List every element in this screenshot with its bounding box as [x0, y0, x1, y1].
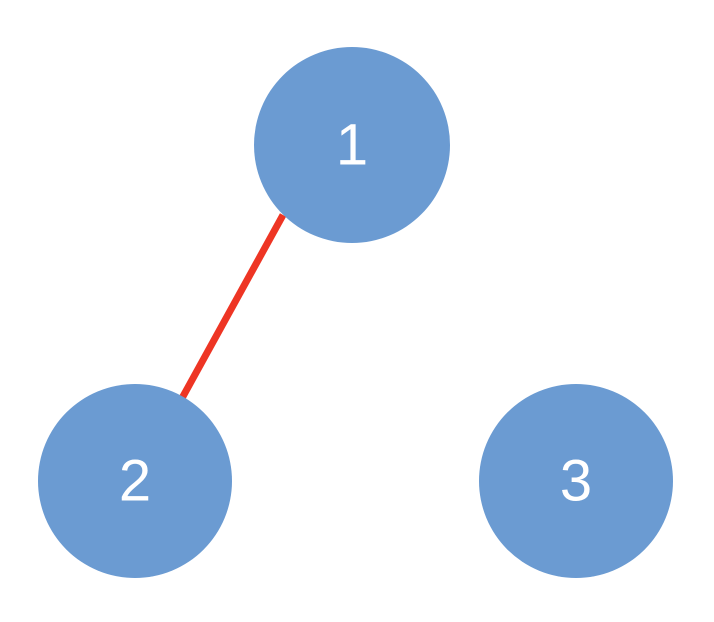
node-3-label: 3: [560, 449, 592, 514]
node-1-label: 1: [336, 113, 368, 178]
edge-node1-node2[interactable]: [177, 213, 287, 402]
node-2-label: 2: [119, 449, 151, 514]
node-2-circle[interactable]: [38, 384, 232, 578]
edge-layer: [177, 213, 287, 402]
node-3-circle[interactable]: [479, 384, 673, 578]
node-1-circle[interactable]: [254, 47, 450, 243]
node-1[interactable]: 1: [254, 47, 450, 243]
node-2[interactable]: 2: [38, 384, 232, 578]
node-layer: 1 2 3: [38, 47, 673, 578]
node-3[interactable]: 3: [479, 384, 673, 578]
